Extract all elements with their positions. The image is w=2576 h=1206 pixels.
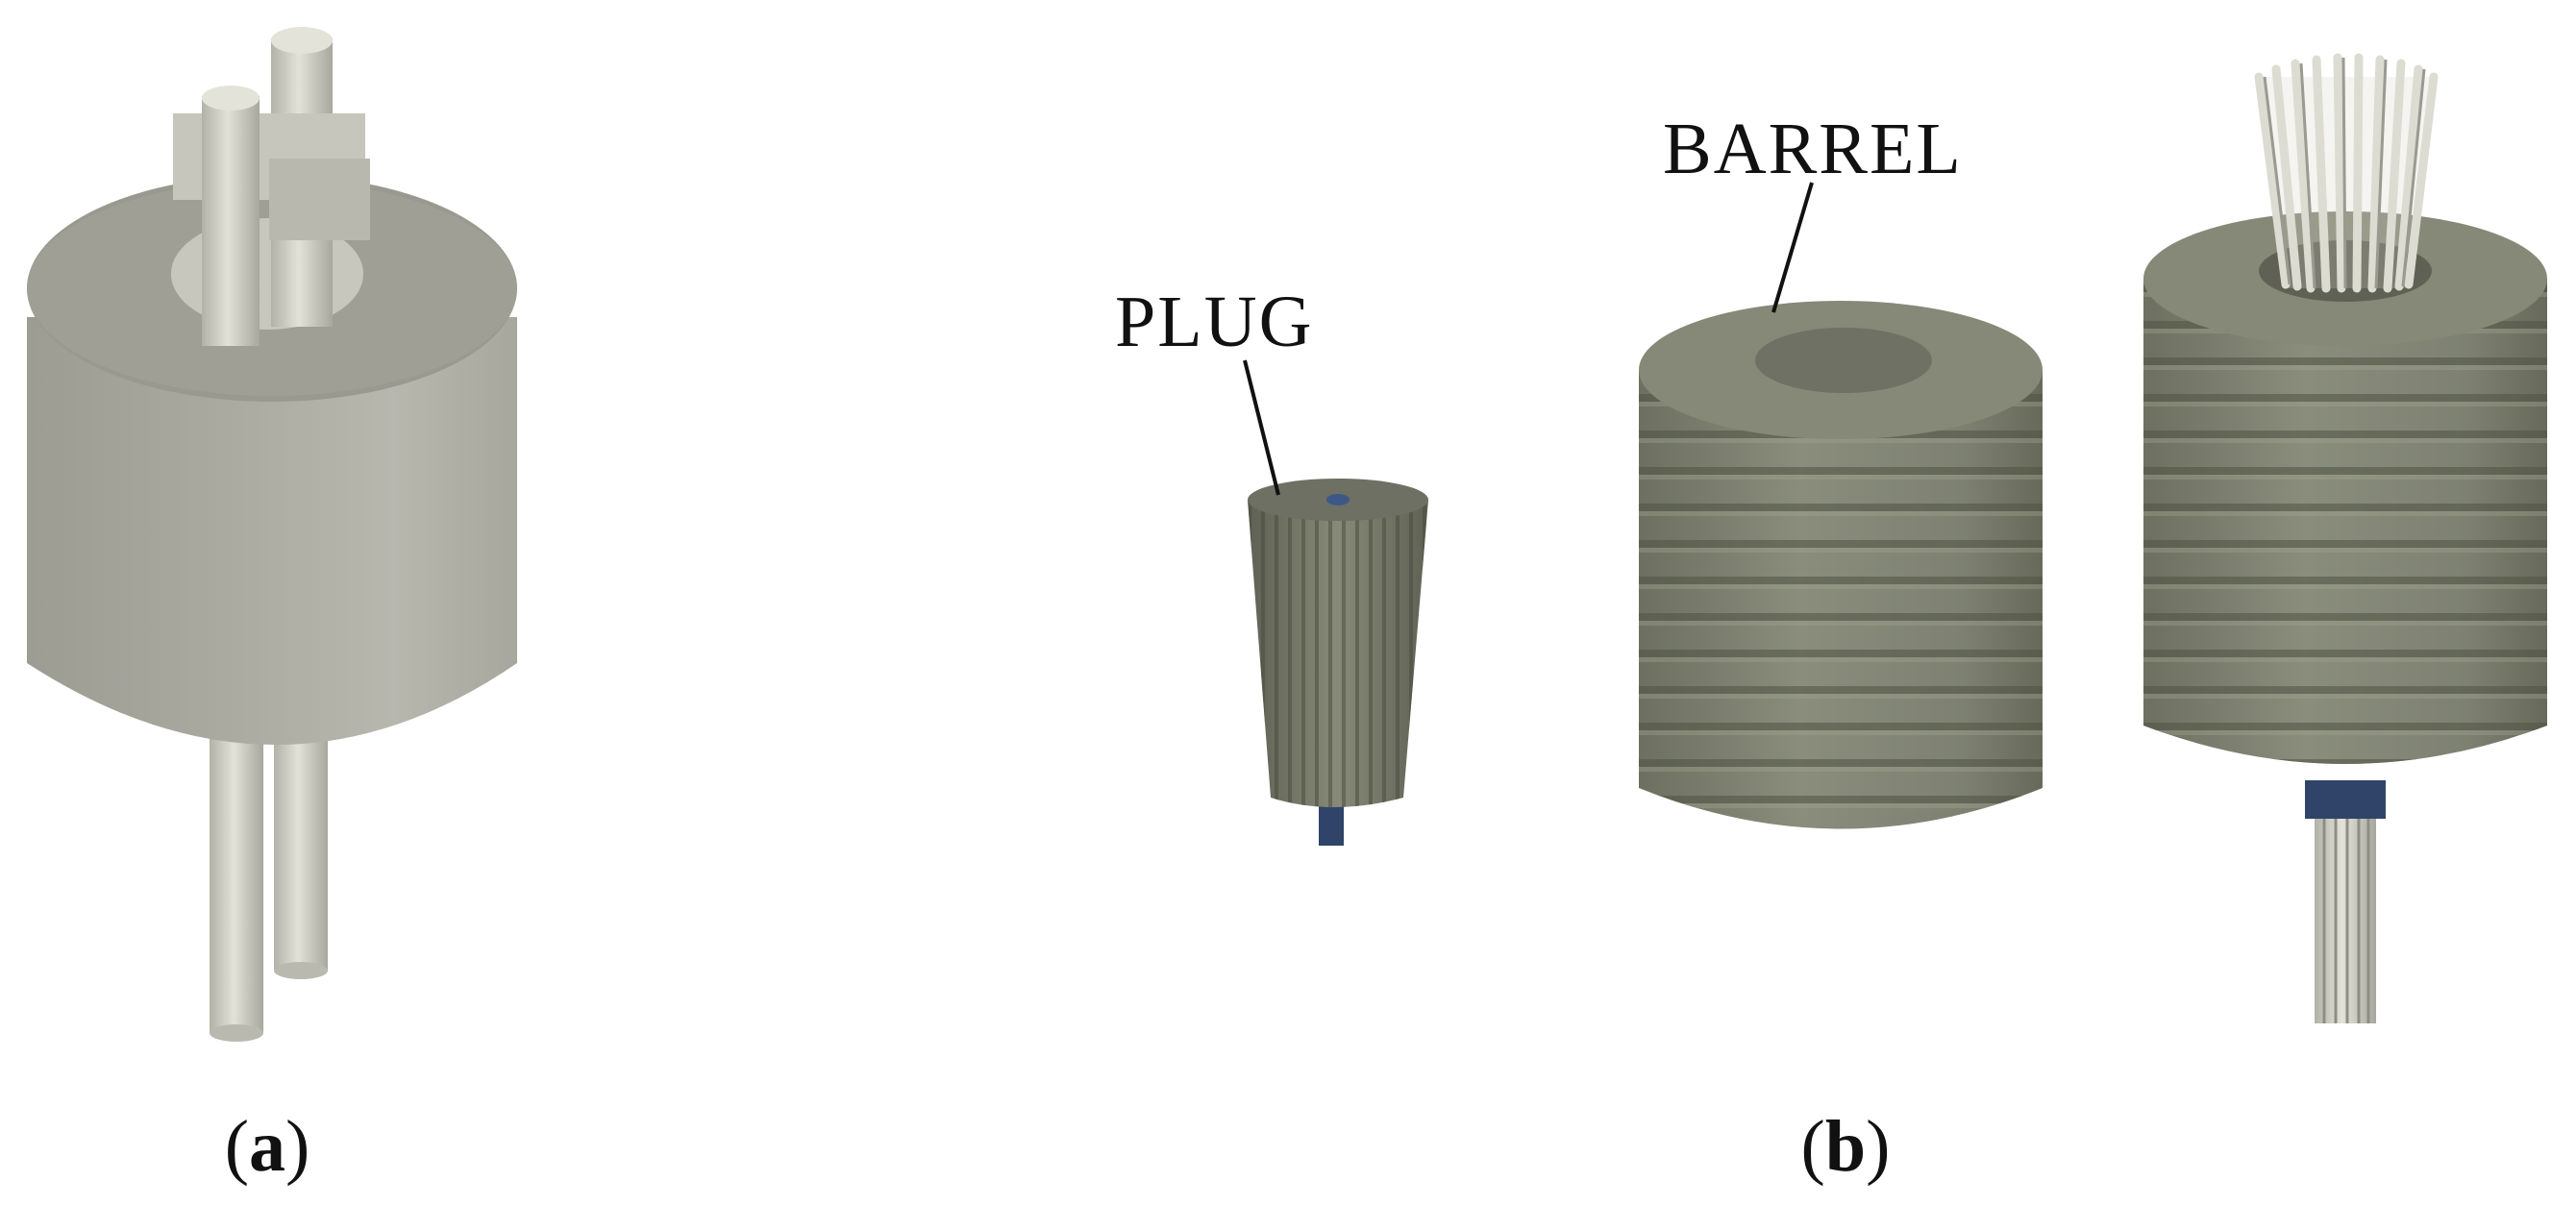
lower-rod-right-end	[274, 962, 328, 979]
panel-b-assembly	[2143, 53, 2547, 1023]
lower-rod-left-end	[210, 1024, 263, 1042]
plug-top-blue	[1326, 494, 1350, 505]
upper-rod-short	[202, 96, 260, 346]
cylinder-body	[27, 317, 517, 745]
assembly-lower-rod-lines	[2322, 807, 2370, 1023]
barrel-label: BARREL	[1663, 109, 1963, 189]
plug-texture	[1248, 500, 1428, 807]
plug-leader-line	[1243, 359, 1280, 496]
panel-b-plug	[1243, 359, 1428, 846]
panel-b-barrel	[1639, 182, 2043, 829]
caption-a: (a)	[225, 1106, 310, 1187]
barrel-hole	[1755, 328, 1932, 393]
barrel-rings	[1639, 370, 2043, 829]
caption-b: (b)	[1801, 1106, 1891, 1187]
upper-rod-short-top	[202, 86, 260, 111]
plug-label: PLUG	[1115, 282, 1313, 362]
key-block-front	[269, 159, 370, 240]
panel-a-model	[27, 27, 517, 1042]
lower-rod-left	[210, 692, 263, 1033]
assembly-rings	[2143, 279, 2547, 764]
barrel-leader-line	[1771, 182, 1814, 313]
upper-rod-tall-top	[271, 27, 333, 54]
assembly-rod-crown	[2254, 53, 2439, 293]
assembly-collar	[2305, 780, 2386, 819]
